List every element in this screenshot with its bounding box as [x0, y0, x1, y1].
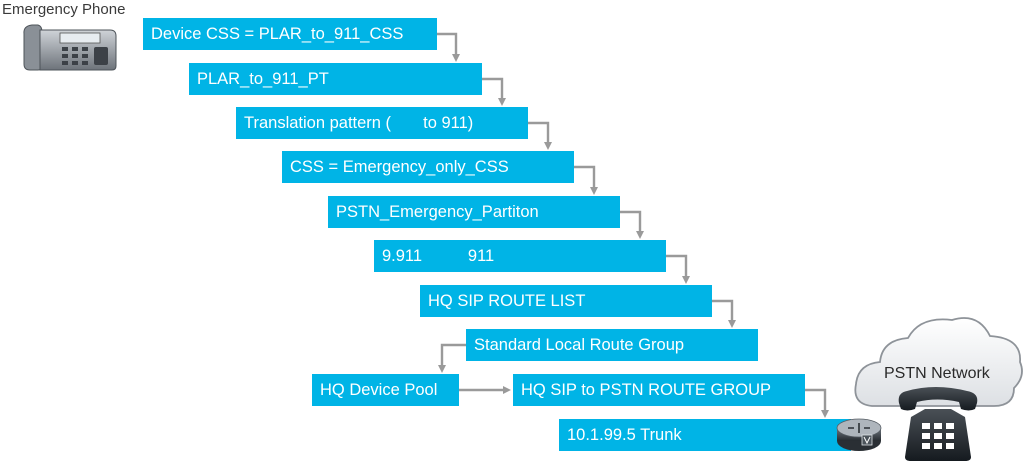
- trunk-box: 10.1.99.5 Trunk: [559, 419, 851, 451]
- route-list-box: HQ SIP ROUTE LIST: [420, 285, 712, 317]
- router-icon: [836, 418, 882, 451]
- pstn-partition-box: PSTN_Emergency_Partiton: [328, 196, 620, 228]
- pstn-network-label: PSTN Network: [884, 365, 990, 382]
- sip-route-group-box: HQ SIP to PSTN ROUTE GROUP: [513, 374, 805, 406]
- ip-phone-icon: [23, 24, 117, 71]
- plar-pt-box: PLAR_to_911_PT: [189, 63, 482, 95]
- device-css-box: Device CSS = PLAR_to_911_CSS: [143, 18, 437, 50]
- css-emergency-box: CSS = Emergency_only_CSS: [282, 151, 574, 183]
- local-route-group-box: Standard Local Route Group: [466, 329, 758, 361]
- emergency-phone-label: Emergency Phone: [2, 1, 126, 18]
- device-pool-box: HQ Device Pool: [312, 374, 459, 406]
- pattern-911-box: 9.911 911: [374, 240, 666, 272]
- telephone-icon: [898, 387, 978, 461]
- translation-pattern-box: Translation pattern ( to 911): [236, 107, 528, 139]
